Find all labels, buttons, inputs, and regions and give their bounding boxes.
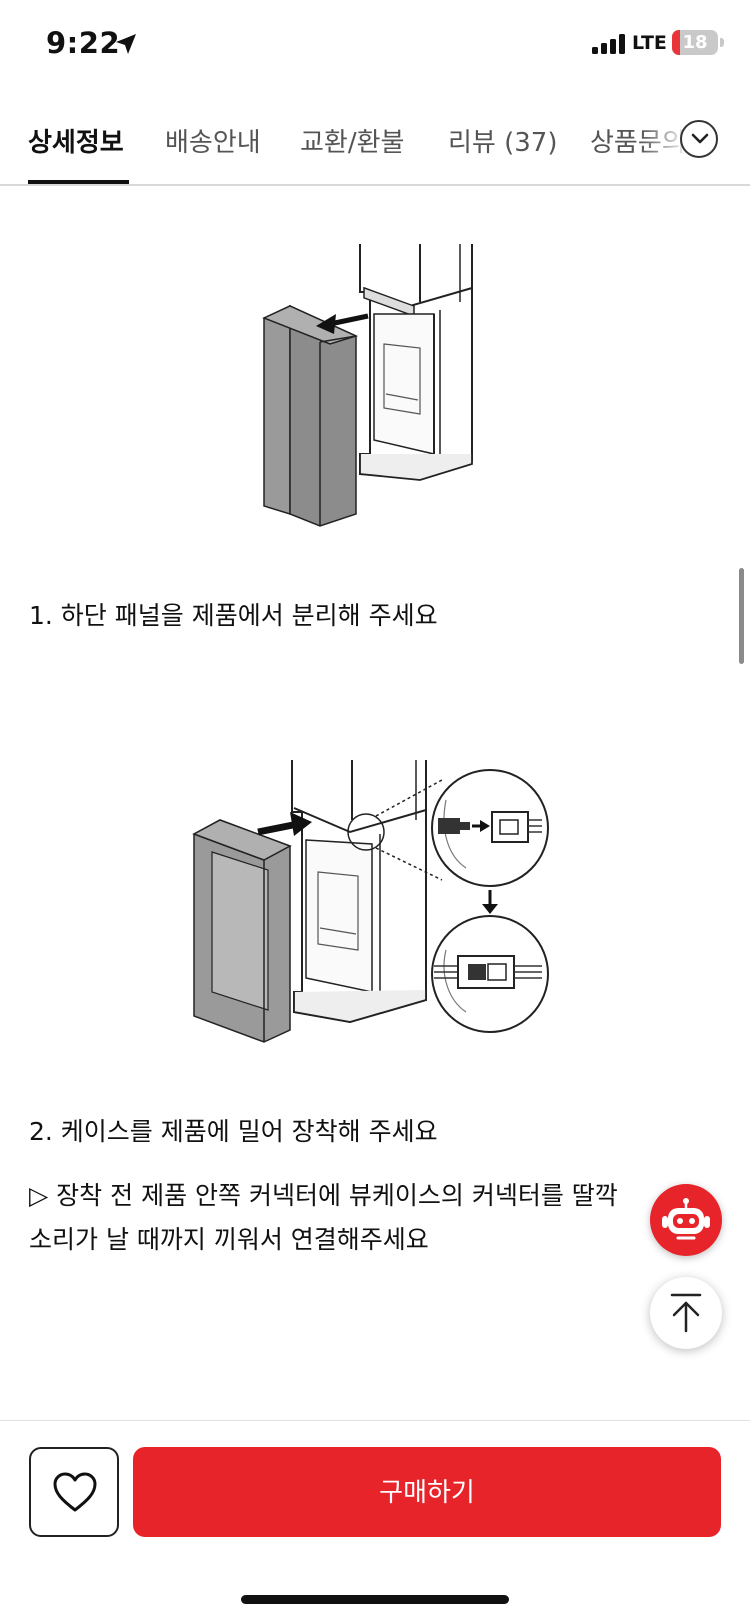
scroll-to-top-button[interactable]: [650, 1277, 722, 1349]
network-label: LTE: [632, 32, 667, 54]
active-tab-underline: [28, 180, 129, 184]
detail-tabs: 상세정보 배송안내 교환/환불 리뷰 (37) 상품문의: [0, 100, 750, 186]
chatbot-icon: [662, 1198, 710, 1240]
status-bar: 9:22 LTE 18: [0, 0, 750, 90]
status-time: 9:22: [46, 26, 121, 60]
tab-exchange-refund[interactable]: 교환/환불: [300, 128, 405, 158]
signal-icon: [592, 34, 625, 54]
chatbot-button[interactable]: [650, 1184, 722, 1256]
battery-level: 18: [682, 32, 708, 53]
tab-reviews[interactable]: 리뷰 (37): [448, 128, 558, 158]
chevron-down-icon: [691, 133, 709, 144]
illustration-attach-case: [192, 760, 549, 1043]
location-arrow-icon: [116, 34, 136, 54]
step2-caption: 2. 케이스를 제품에 밀어 장착해 주세요: [29, 1117, 438, 1146]
scroll-indicator[interactable]: [739, 568, 744, 664]
buy-button[interactable]: 구매하기: [133, 1447, 721, 1537]
like-button[interactable]: [29, 1447, 119, 1537]
tab-detail-info[interactable]: 상세정보: [28, 128, 124, 158]
arrow-up-icon: [670, 1293, 702, 1333]
connector-note-line2: 소리가 날 때까지 끼워서 연결해주세요: [29, 1225, 429, 1254]
home-indicator: [241, 1595, 509, 1604]
battery-fill: [672, 30, 681, 55]
connector-note: ▷ 장착 전 제품 안쪽 커넥터에 뷰케이스의 커넥터를 딸깍 소리가 날 때까…: [29, 1174, 618, 1262]
tab-more-button[interactable]: [680, 120, 718, 158]
step1-caption: 1. 하단 패널을 제품에서 분리해 주세요: [29, 601, 438, 630]
illustration-remove-panel: [262, 244, 473, 527]
connector-note-line1: ▷ 장착 전 제품 안쪽 커넥터에 뷰케이스의 커넥터를 딸깍: [29, 1181, 618, 1210]
battery-nub: [720, 38, 724, 47]
tab-shipping-info[interactable]: 배송안내: [165, 128, 261, 158]
battery-icon: 18: [672, 30, 718, 55]
heart-outline-icon: [53, 1472, 97, 1512]
bottom-action-bar: 구매하기: [0, 1420, 750, 1623]
